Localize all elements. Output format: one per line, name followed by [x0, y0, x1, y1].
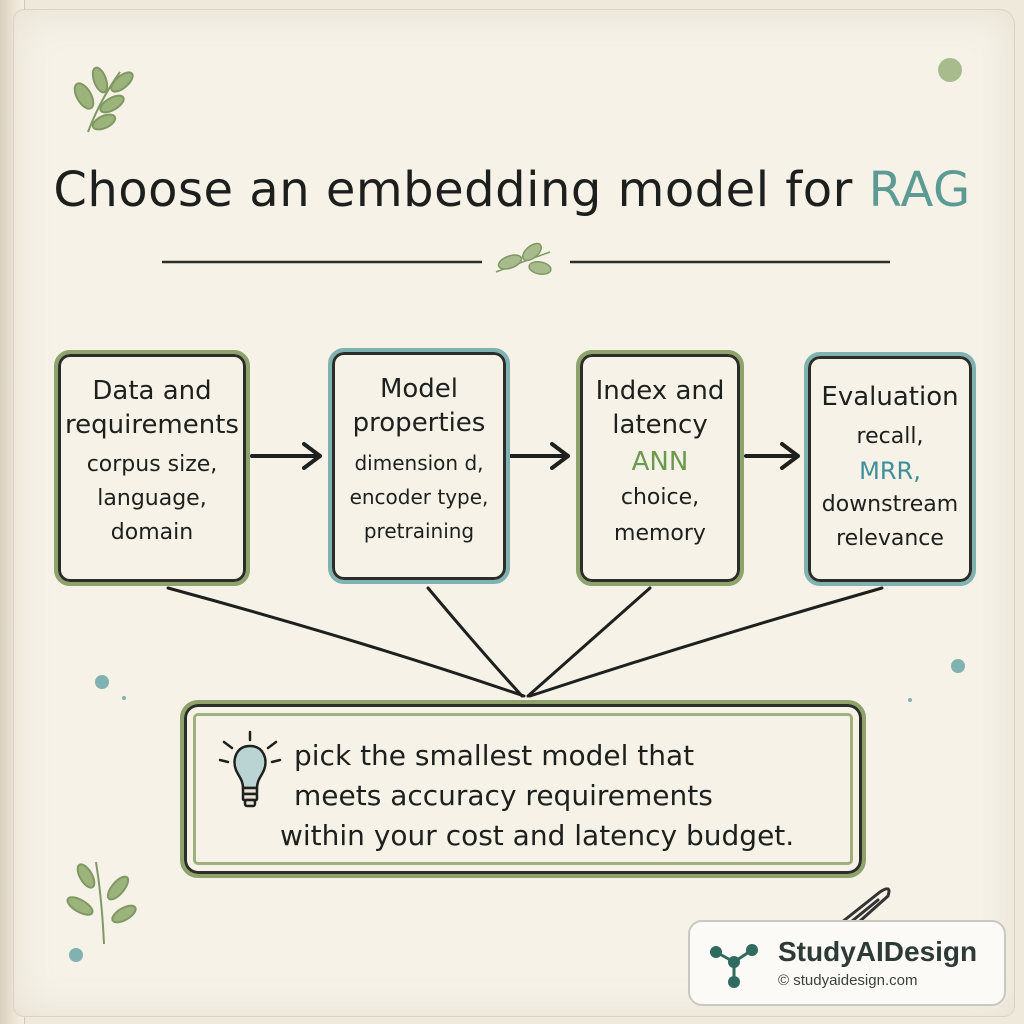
step-detail: ANN choice, memory	[614, 444, 706, 552]
step-detail-line: dimension d,	[354, 451, 484, 475]
step-box-index-latency: Index and latency ANN choice, memory	[576, 350, 744, 586]
decor-dots	[69, 659, 965, 962]
flow-arrows	[250, 442, 800, 470]
step-detail: recall, MRR, downstream relevance	[822, 420, 958, 556]
step-detail-line: encoder type,	[349, 485, 489, 509]
page-title: Choose an embedding model for RAG	[0, 162, 1024, 218]
brand-url[interactable]: © studyaidesign.com	[778, 972, 918, 989]
step-detail-line: relevance	[836, 526, 944, 551]
brand-badge[interactable]: StudyAIDesign © studyaidesign.com	[688, 920, 1006, 1006]
step-box-model-properties: Model properties dimension d, encoder ty…	[328, 348, 510, 584]
title-main: Choose an embedding model for	[53, 162, 853, 218]
step-detail-line: choice,	[620, 485, 700, 510]
step-detail-line: recall,	[856, 424, 924, 449]
step-title-line: Data and	[92, 376, 212, 406]
step-detail: corpus size, language, domain	[87, 448, 218, 550]
step-title-line: properties	[352, 408, 486, 438]
step-box-data-requirements: Data and requirements corpus size, langu…	[54, 350, 250, 586]
step-title: Data and requirements	[65, 374, 239, 442]
brand-name: StudyAIDesign	[778, 936, 978, 967]
tip-line: within your cost and latency budget.	[280, 819, 795, 852]
step-title: Evaluation	[821, 380, 958, 414]
molecule-logo-icon	[710, 944, 758, 988]
step-detail-line: language,	[97, 486, 207, 511]
step-detail-highlight: MRR,	[859, 457, 921, 485]
step-detail: dimension d, encoder type, pretraining	[350, 446, 489, 548]
step-detail-line: downstream	[821, 492, 959, 517]
step-title-line: Model	[379, 374, 459, 404]
tip-box: pick the smallest model that meets accur…	[180, 700, 866, 878]
tip-line: pick the smallest model that	[294, 739, 695, 772]
decor-dot	[938, 58, 962, 82]
title-accent: RAG	[868, 162, 971, 218]
step-detail-line: memory	[614, 521, 706, 546]
leaf-sprig-icon	[66, 861, 137, 945]
step-title: Index and latency	[596, 374, 725, 442]
step-detail-line: domain	[110, 520, 194, 545]
tip-text: pick the smallest model that meets accur…	[280, 736, 854, 856]
step-title-line: requirements	[65, 410, 239, 440]
convergence-lines	[166, 586, 884, 698]
step-title: Model properties	[353, 372, 486, 440]
leaf-sprig-icon	[73, 66, 134, 133]
step-title-line: latency	[612, 410, 708, 440]
step-detail-line: corpus size,	[86, 452, 218, 477]
step-title-line: Evaluation	[821, 382, 959, 412]
step-box-evaluation: Evaluation recall, MRR, downstream relev…	[804, 352, 976, 586]
leaf-sprig-icon	[495, 242, 552, 275]
tip-line: meets accuracy requirements	[294, 779, 713, 812]
step-detail-line: pretraining	[363, 519, 475, 543]
step-detail-highlight: ANN	[631, 447, 689, 477]
step-title-line: Index and	[595, 376, 725, 406]
lightbulb-icon	[218, 730, 282, 808]
